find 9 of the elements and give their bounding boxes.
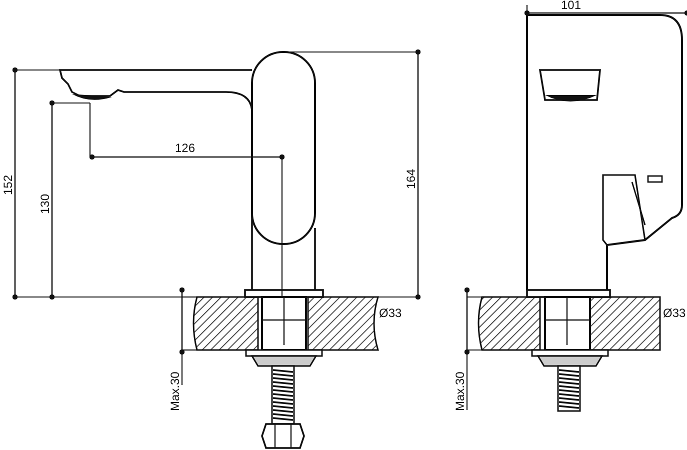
dimension-label: Max.30 bbox=[169, 370, 181, 412]
dimension-label: Max.30 bbox=[454, 370, 466, 412]
dimension-label: Ø33 bbox=[378, 307, 403, 319]
dimension-label: 164 bbox=[405, 168, 417, 190]
dimension-label: 126 bbox=[174, 142, 196, 154]
dimension-label: Ø33 bbox=[662, 307, 687, 319]
dimension-label: 130 bbox=[39, 192, 51, 215]
dimension-label: 101 bbox=[560, 0, 582, 11]
dimension-label: 152 bbox=[2, 174, 14, 196]
